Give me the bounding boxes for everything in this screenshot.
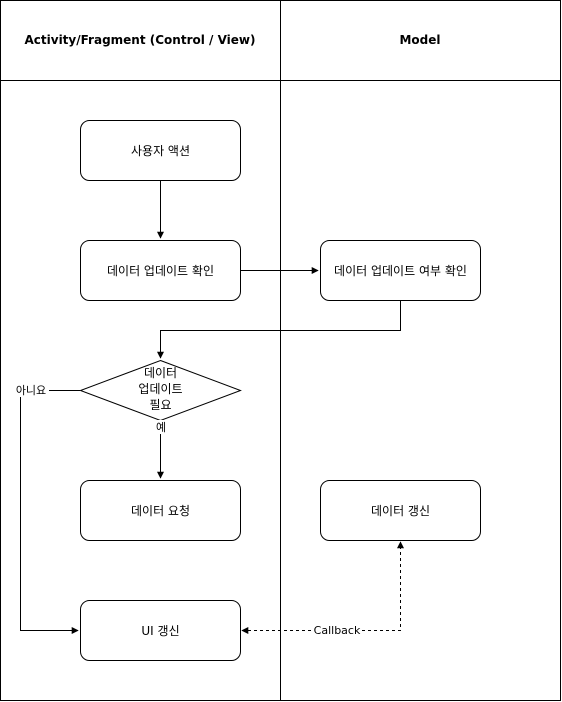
node-data-refresh-label: 데이터 갱신 xyxy=(371,504,430,518)
lane-left-title: Activity/Fragment (Control / View) xyxy=(25,33,256,47)
node-decision-label-3: 필요 xyxy=(149,398,171,412)
lane-right xyxy=(280,0,561,701)
edge-decision-no xyxy=(20,390,80,634)
node-ui-refresh: UI 갱신 xyxy=(80,600,241,661)
lane-left xyxy=(0,0,281,701)
yes-label-bg xyxy=(154,420,168,434)
node-decision-label-2: 업데이트 xyxy=(138,382,182,396)
node-check-update-model-label: 데이터 업데이트 여부 확인 xyxy=(334,264,467,278)
edge-label-yes: 예 xyxy=(156,421,166,434)
node-data-request-label: 데이터 요청 xyxy=(131,504,190,518)
node-data-request: 데이터 요청 xyxy=(80,480,241,541)
node-user-action: 사용자 액션 xyxy=(80,120,241,181)
node-check-update-label: 데이터 업데이트 확인 xyxy=(107,264,214,278)
lane-right-title: Model xyxy=(399,33,440,47)
node-ui-refresh-label: UI 갱신 xyxy=(141,624,179,638)
edge-label-callback: Callback xyxy=(314,624,361,637)
edge-callback xyxy=(241,541,404,634)
node-decision-label-1: 데이터 xyxy=(144,366,177,380)
node-user-action-label: 사용자 액션 xyxy=(131,144,190,158)
node-check-update: 데이터 업데이트 확인 xyxy=(80,240,241,301)
no-label-bg xyxy=(13,382,49,397)
callback-label-bg xyxy=(314,623,360,638)
edge-label-no: 아니요 xyxy=(16,384,46,397)
node-data-refresh: 데이터 갱신 xyxy=(320,480,481,541)
edge-model-to-decision xyxy=(157,300,401,359)
node-decision: 데이터 업데이트 필요 xyxy=(79,359,242,422)
node-check-update-model: 데이터 업데이트 여부 확인 xyxy=(320,240,481,301)
